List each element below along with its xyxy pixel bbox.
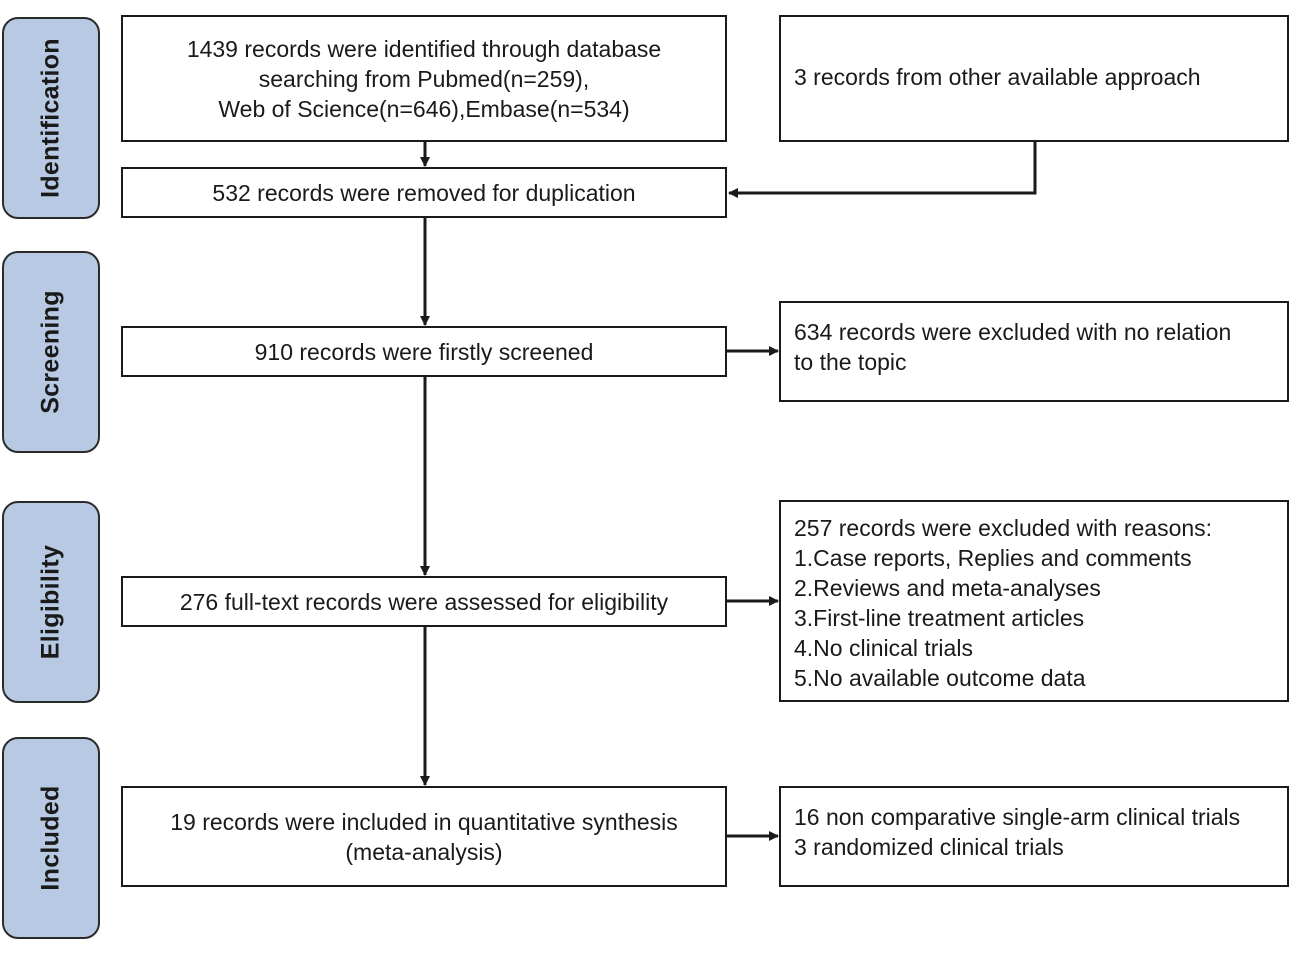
box-text-line: 16 non comparative single-arm clinical t… <box>794 803 1241 830</box>
box-text-line: (meta-analysis) <box>345 838 503 865</box>
box-text-line: 19 records were included in quantitative… <box>170 808 678 835</box>
stage-eligibility: Eligibility <box>2 501 100 703</box>
box-text-line: 3.First-line treatment articles <box>794 605 1085 631</box>
box-text-line: to the topic <box>794 348 907 375</box>
included-types-box: 16 non comparative single-arm clinical t… <box>779 786 1289 887</box>
other-sources-box: 3 records from other available approach <box>779 15 1289 142</box>
identified-records-box: 1439 records were identified through dat… <box>121 15 727 142</box>
screened-box: 910 records were firstly screened <box>121 326 727 377</box>
duplicates-removed-box: 532 records were removed for duplication <box>121 167 727 218</box>
fulltext-assessed-box: 276 full-text records were assessed for … <box>121 576 727 627</box>
box-text-line: 634 records were excluded with no relati… <box>794 318 1232 345</box>
box-text-line: searching from Pubmed(n=259), <box>258 65 590 92</box>
box-text-line: 257 records were excluded with reasons: <box>794 515 1213 541</box>
box-text-line: 5.No available outcome data <box>794 665 1086 691</box>
included-records-box: 19 records were included in quantitative… <box>121 786 727 887</box>
box-text-line: 276 full-text records were assessed for … <box>179 588 669 615</box>
stage-identification: Identification <box>2 17 100 219</box>
box-text-line: 1.Case reports, Replies and comments <box>794 545 1192 571</box>
stage-screening: Screening <box>2 251 100 453</box>
arrow-other-to-duplicates <box>728 142 1037 198</box>
stage-included: Included <box>2 737 100 939</box>
box-text-line: 910 records were firstly screened <box>254 338 594 365</box>
box-text-line: 2.Reviews and meta-analyses <box>794 575 1101 601</box>
box-text-line: Web of Science(n=646),Embase(n=534) <box>218 95 630 122</box>
box-text-line: 532 records were removed for duplication <box>212 179 636 206</box>
box-text-line: 4.No clinical trials <box>794 635 973 661</box>
box-text-line: 3 randomized clinical trials <box>794 833 1064 860</box>
box-text-line: 1439 records were identified through dat… <box>186 35 662 62</box>
box-text-line: 3 records from other available approach <box>794 63 1201 90</box>
excluded-reasons-box: 257 records were excluded with reasons: … <box>779 500 1289 702</box>
excluded-topic-box: 634 records were excluded with no relati… <box>779 301 1289 402</box>
